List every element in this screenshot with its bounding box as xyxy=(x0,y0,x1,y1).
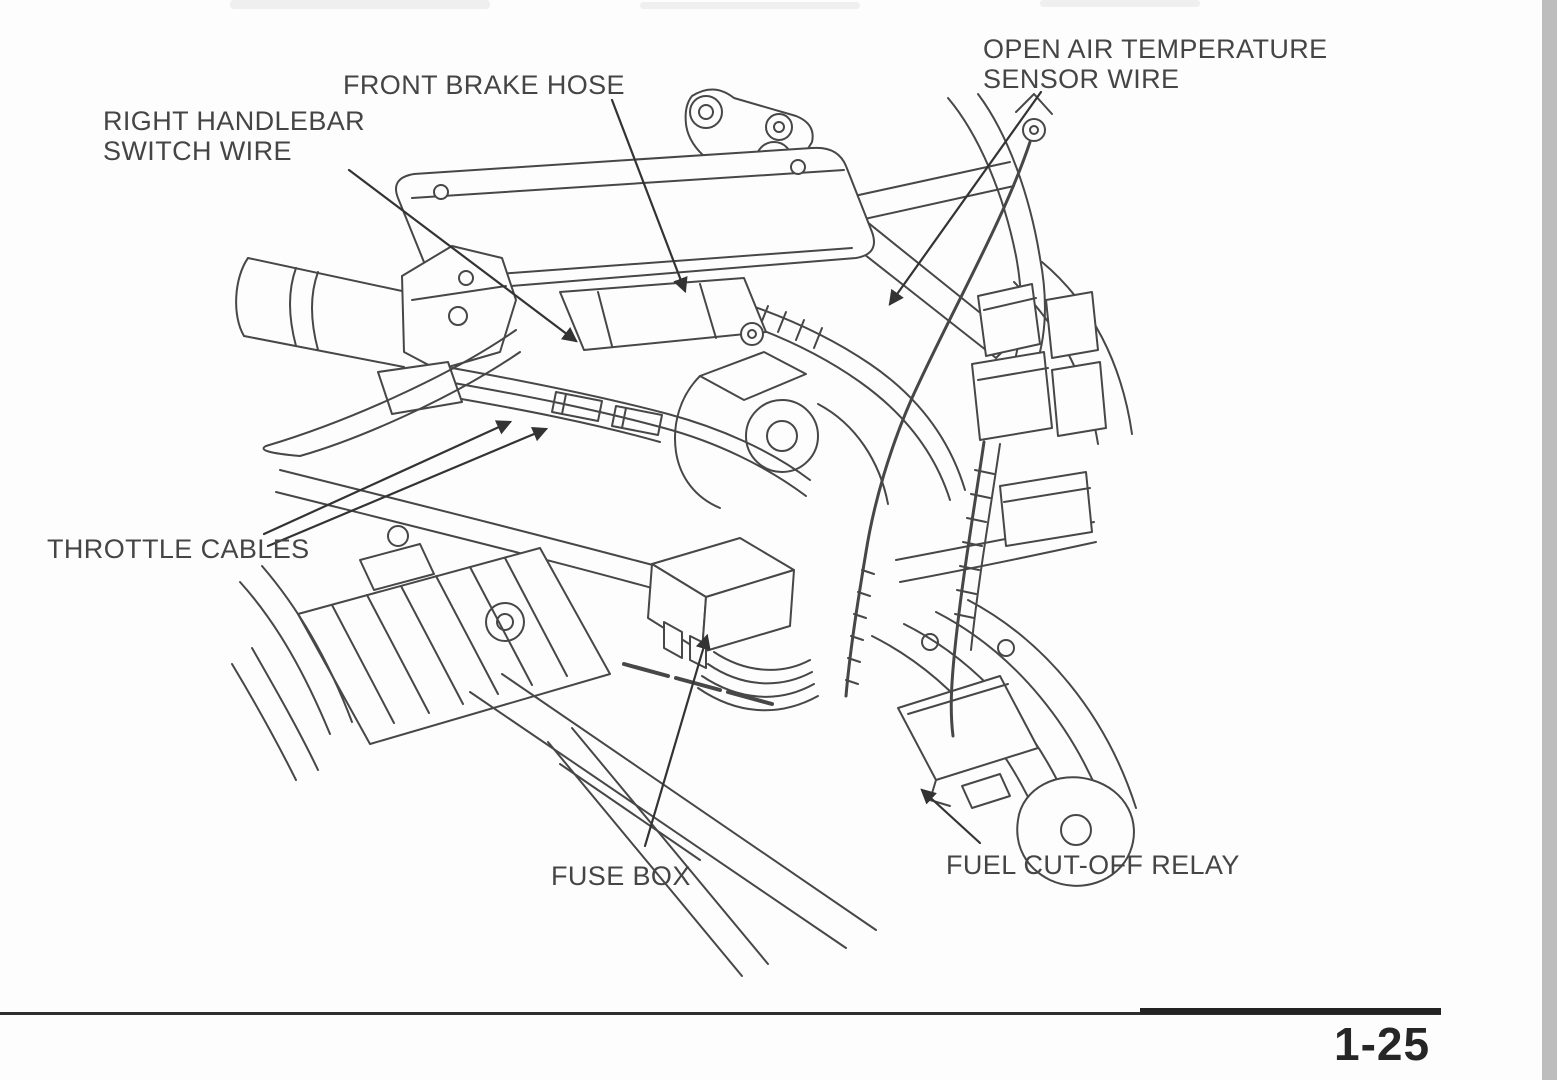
connector-cluster-drawing xyxy=(949,283,1107,738)
label-front-brake-hose: FRONT BRAKE HOSE xyxy=(343,70,625,100)
frame-rails-drawing xyxy=(469,662,877,977)
handlebar-drawing xyxy=(235,245,521,457)
air-temp-sensor-wire-drawing xyxy=(844,93,1053,698)
scan-artifact xyxy=(640,2,860,9)
scanned-page-edge xyxy=(1542,0,1557,1080)
label-line: OPEN AIR TEMPERATURE xyxy=(983,34,1328,64)
brake-reservoir-drawing xyxy=(395,146,875,351)
label-line: FUEL CUT-OFF RELAY xyxy=(946,850,1240,880)
carburetor-drawing xyxy=(674,351,889,509)
label-throttle-cables: THROTTLE CABLES xyxy=(47,534,310,564)
label-line: SWITCH WIRE xyxy=(103,136,292,166)
footer-rule xyxy=(0,1012,1441,1015)
footer-rule-thick xyxy=(1140,1008,1441,1014)
leader-lines xyxy=(262,90,1043,848)
scan-artifact xyxy=(1040,0,1200,7)
fuse-box-drawing xyxy=(647,537,819,712)
fuel-cutoff-relay-drawing xyxy=(897,675,1039,809)
engine-cover-drawing xyxy=(871,599,1137,887)
label-open-air-temperature-sensor-wire: OPEN AIR TEMPERATURE SENSOR WIRE xyxy=(983,34,1328,94)
label-line: RIGHT HANDLEBAR xyxy=(103,106,366,136)
label-line: FUSE BOX xyxy=(551,861,691,891)
throttle-cables-drawing xyxy=(443,367,811,497)
label-line: SENSOR WIRE xyxy=(983,64,1180,94)
engine-cylinder-drawing xyxy=(231,525,611,781)
scan-artifact xyxy=(230,0,490,9)
label-line: FRONT BRAKE HOSE xyxy=(343,70,625,100)
label-fuel-cutoff-relay: FUEL CUT-OFF RELAY xyxy=(946,850,1240,880)
label-line: THROTTLE CABLES xyxy=(47,534,310,564)
label-right-handlebar-switch-wire: RIGHT HANDLEBAR SWITCH WIRE xyxy=(103,106,365,166)
page-number: 1-25 xyxy=(1334,1018,1431,1070)
label-fuse-box: FUSE BOX xyxy=(551,861,691,891)
